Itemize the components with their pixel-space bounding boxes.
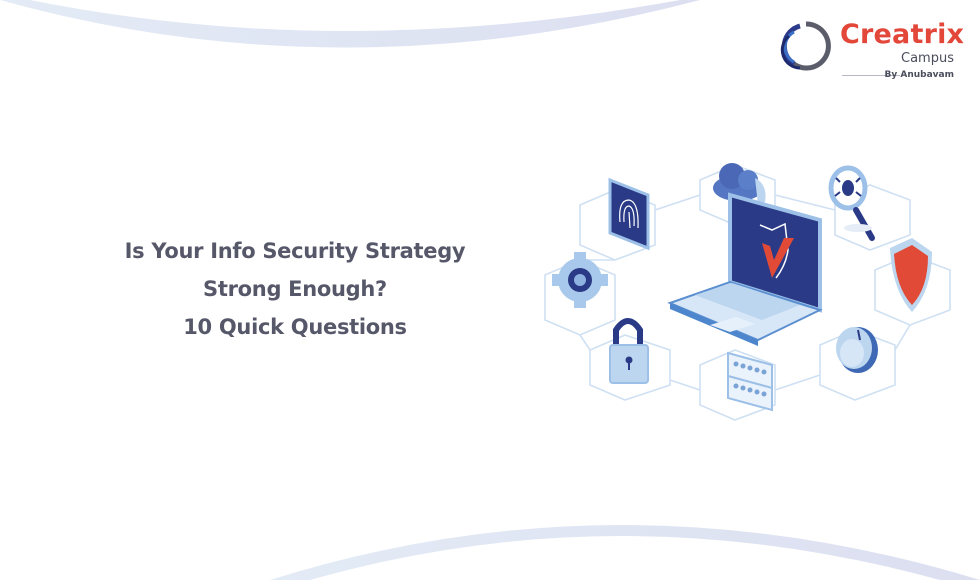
brand-product: Campus xyxy=(901,51,954,66)
title-line-3: 10 Quick Questions xyxy=(183,315,407,339)
brand-divider xyxy=(842,75,900,76)
brand-logo[interactable]: Creatrix Campus By Anubavam xyxy=(780,18,970,88)
decorative-arc-bottom xyxy=(270,525,980,580)
page-title: Is Your Info Security Strategy Strong En… xyxy=(95,232,495,346)
decorative-arc-top xyxy=(0,0,700,48)
brand-name: Creatrix xyxy=(840,19,965,50)
laptop-icon xyxy=(667,192,823,346)
fingerprint-icon xyxy=(608,177,650,251)
creatrix-logo-mark-icon xyxy=(780,21,831,71)
gear-icon xyxy=(552,252,608,308)
title-line-2: Strong Enough? xyxy=(203,277,387,301)
server-icon xyxy=(727,351,773,412)
dial-lock-icon xyxy=(836,327,878,373)
bug-magnifier-icon xyxy=(828,165,875,241)
security-illustration xyxy=(544,163,951,421)
cloud-icon xyxy=(713,163,766,205)
padlock-icon xyxy=(609,318,649,384)
title-line-1: Is Your Info Security Strategy xyxy=(124,239,466,263)
shield-icon xyxy=(890,238,932,312)
brand-byline: By Anubavam xyxy=(884,70,954,80)
